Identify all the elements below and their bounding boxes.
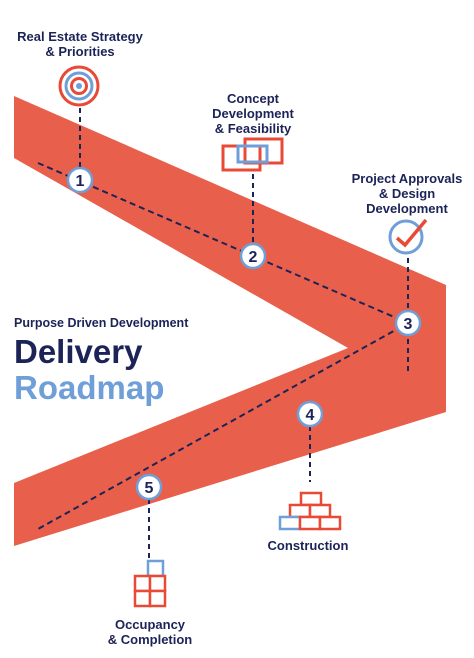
step-number-5: 5 xyxy=(145,480,154,497)
step-marker-5: 5 xyxy=(135,473,163,501)
step-1-label-line-2: & Priorities xyxy=(45,44,115,59)
diagram-title-line-2: Roadmap xyxy=(14,369,165,406)
step-4-label: Construction xyxy=(248,538,368,553)
overlapping-rectangles-icon xyxy=(221,137,284,172)
step-marker-3: 3 xyxy=(394,309,422,337)
step-5-label-line-2: & Completion xyxy=(107,632,193,647)
step-marker-1: 1 xyxy=(66,166,94,194)
bricks-icon xyxy=(278,491,342,531)
step-5-label-line-1: Occupancy xyxy=(114,617,186,632)
roadmap-chevron-band xyxy=(14,96,446,546)
step-5-label: Occupancy & Completion xyxy=(90,617,210,647)
step-1-label-line-1: Real Estate Strategy xyxy=(17,29,143,44)
step-2-label-line-1: Concept xyxy=(227,91,279,106)
step-2-label-line-2: Development xyxy=(212,106,294,121)
step-4-label-line-1: Construction xyxy=(267,538,349,553)
step-3-label: Project Approvals & Design Development xyxy=(340,171,474,216)
step-3-label-line-1: Project Approvals xyxy=(351,171,463,186)
checkmark-circle-icon xyxy=(388,218,428,255)
step-1-label: Real Estate Strategy & Priorities xyxy=(0,29,160,59)
step-2-label-line-3: & Feasibility xyxy=(214,121,292,136)
step-3-label-line-3: Development xyxy=(366,201,448,216)
step-number-4: 4 xyxy=(306,407,315,424)
step-number-2: 2 xyxy=(249,249,258,266)
step-marker-4: 4 xyxy=(296,400,324,428)
target-icon xyxy=(58,65,100,107)
step-2-label: Concept Development & Feasibility xyxy=(188,91,318,136)
title-block: Purpose Driven Development Delivery Road… xyxy=(14,316,188,406)
step-number-1: 1 xyxy=(76,173,85,190)
step-marker-2: 2 xyxy=(239,242,267,270)
diagram-subtitle: Purpose Driven Development xyxy=(14,316,189,330)
building-icon xyxy=(133,559,167,608)
step-number-3: 3 xyxy=(404,316,413,333)
step-3-label-line-2: & Design xyxy=(378,186,436,201)
diagram-title-line-1: Delivery xyxy=(14,333,143,370)
